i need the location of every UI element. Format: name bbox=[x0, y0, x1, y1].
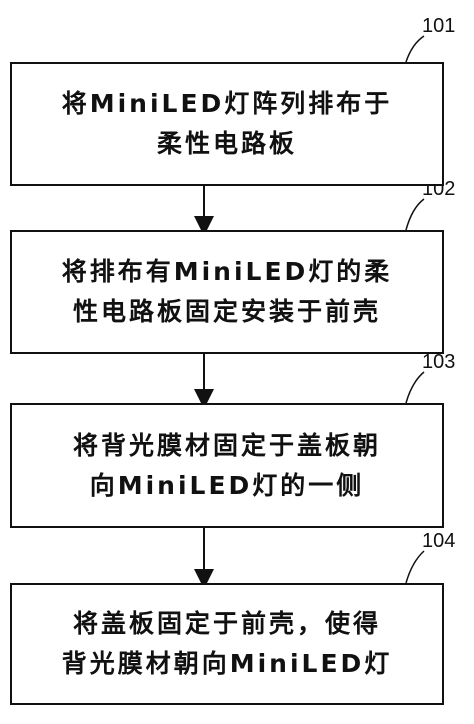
step-number-103: 103 bbox=[422, 351, 456, 373]
step-number-101: 101 bbox=[422, 15, 456, 37]
leader-line-101 bbox=[405, 35, 425, 63]
step-box-103: 将背光膜材固定于盖板朝 向MiniLED灯的一侧 bbox=[10, 403, 444, 528]
step-text-104: 将盖板固定于前壳，使得 背光膜材朝向MiniLED灯 bbox=[61, 609, 393, 678]
leader-line-102 bbox=[405, 198, 425, 231]
step-box-101: 将MiniLED灯阵列排布于 柔性电路板 bbox=[10, 62, 444, 186]
leader-line-103 bbox=[405, 371, 425, 404]
step-text-103: 将背光膜材固定于盖板朝 向MiniLED灯的一侧 bbox=[72, 430, 381, 500]
step-box-104: 将盖板固定于前壳，使得 背光膜材朝向MiniLED灯 bbox=[10, 583, 444, 705]
step-number-104: 104 bbox=[422, 530, 456, 552]
step-text-101: 将MiniLED灯阵列排布于 柔性电路板 bbox=[61, 89, 393, 158]
step-text-102: 将排布有MiniLED灯的柔 性电路板固定安装于前壳 bbox=[61, 257, 393, 326]
leader-line-104 bbox=[405, 550, 425, 584]
step-box-102: 将排布有MiniLED灯的柔 性电路板固定安装于前壳 bbox=[10, 230, 444, 354]
